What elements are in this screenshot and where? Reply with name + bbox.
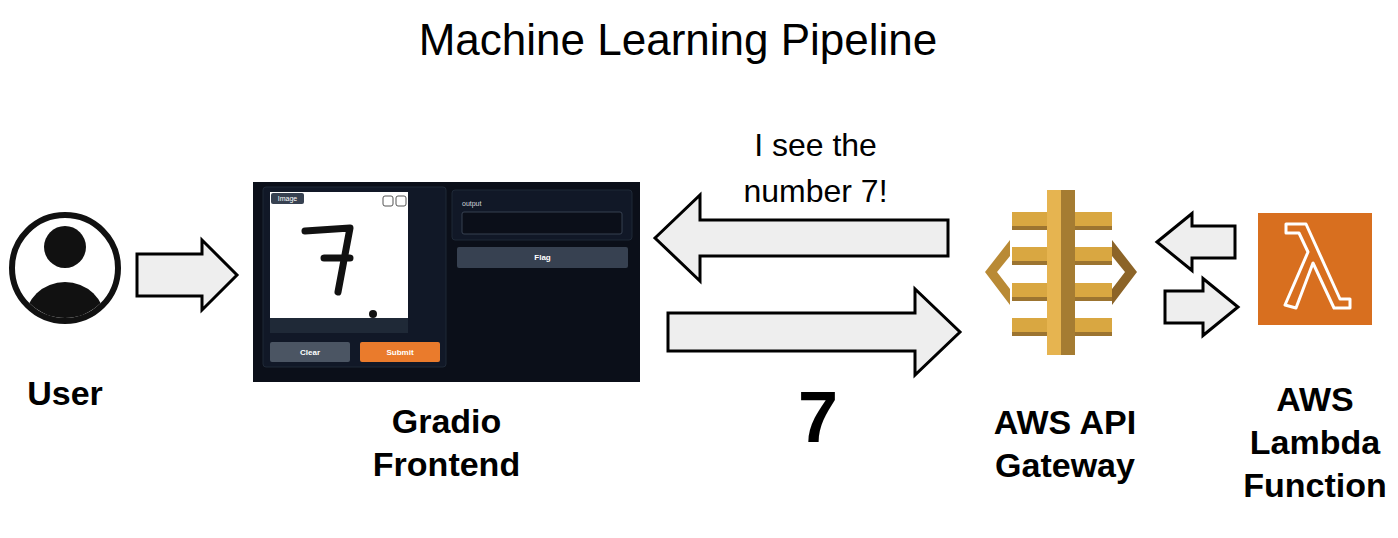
ui-button: Flag bbox=[457, 247, 628, 268]
lambda-node: AWS Lambda Function bbox=[1240, 200, 1390, 512]
user-icon-head bbox=[44, 226, 86, 268]
lambda-icon bbox=[1258, 213, 1372, 325]
node-label: User bbox=[0, 372, 130, 415]
canvas-tool-icon bbox=[383, 196, 393, 206]
gateway-node: AWS API Gateway bbox=[980, 185, 1150, 495]
block-arrow bbox=[137, 240, 237, 310]
edge-label: 7 bbox=[798, 377, 838, 457]
block-arrow bbox=[1157, 214, 1235, 271]
sketched-digit bbox=[305, 228, 350, 292]
gradio-screenshot bbox=[253, 182, 640, 382]
lambda-symbol bbox=[1285, 224, 1350, 308]
node-label: AWS Lambda Function bbox=[1240, 378, 1390, 507]
output-textbox bbox=[462, 212, 622, 234]
node-label: AWS API Gateway bbox=[980, 401, 1150, 487]
panel-tag: Image bbox=[271, 193, 304, 204]
user-icon bbox=[12, 215, 118, 358]
canvas-tool-icon bbox=[396, 196, 406, 206]
canvas-strip bbox=[270, 318, 408, 333]
ui-button: Submit bbox=[360, 342, 440, 362]
api-gateway-icon bbox=[985, 190, 1137, 355]
frontend-node: Gradio Frontend bbox=[253, 182, 640, 488]
block-arrow bbox=[1165, 279, 1238, 336]
sketch-canvas bbox=[270, 192, 408, 318]
brush-dot bbox=[369, 310, 377, 318]
ui-button: Clear bbox=[270, 342, 350, 362]
input-panel bbox=[263, 187, 446, 367]
output-panel bbox=[452, 190, 632, 240]
user-icon-body bbox=[25, 282, 105, 358]
lambda-square bbox=[1258, 213, 1372, 325]
panel-tag: output bbox=[460, 198, 500, 209]
block-arrow bbox=[668, 289, 960, 375]
diagram-title: Machine Learning Pipeline bbox=[0, 14, 1356, 66]
app-background bbox=[253, 182, 640, 382]
edge-label: I see the number 7! bbox=[716, 122, 916, 214]
gateway-bracket bbox=[1112, 240, 1137, 305]
gateway-pillar bbox=[1047, 190, 1061, 355]
user-node: User bbox=[0, 205, 130, 420]
node-label: Gradio Frontend bbox=[342, 400, 552, 486]
gateway-pillar bbox=[1061, 190, 1075, 355]
gateway-bracket bbox=[985, 240, 1010, 305]
